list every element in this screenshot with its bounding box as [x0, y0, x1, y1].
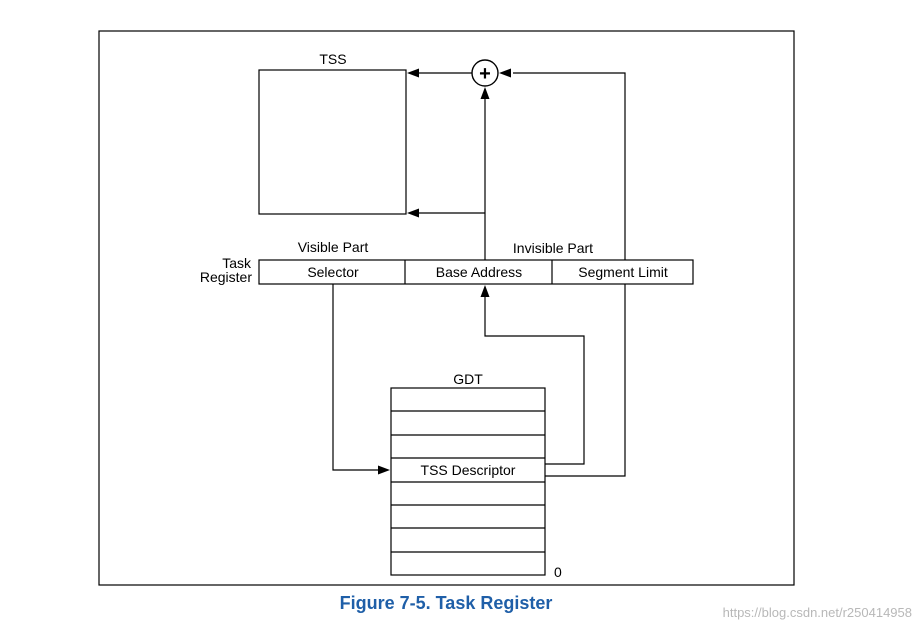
arrowhead-descriptor — [378, 465, 390, 475]
arrow-descriptor-to-base — [484, 297, 585, 465]
selector-field: Selector — [307, 264, 359, 280]
gdt-label: GDT — [453, 371, 483, 387]
adder-plus-icon: + — [479, 63, 491, 85]
tss-segment-box — [258, 69, 407, 215]
arrow-limit-to-adder — [513, 72, 626, 260]
arrowhead-adder-right — [499, 68, 511, 78]
line-descriptor-to-limit — [545, 284, 626, 477]
arrowhead-base-address — [480, 285, 490, 297]
arrow-selector-to-descriptor — [332, 284, 378, 471]
tss-descriptor-entry: TSS Descriptor — [421, 462, 516, 478]
invisible-part-label: Invisible Part — [513, 240, 593, 256]
task-register-label-line1: Task — [222, 255, 252, 271]
visible-part-label: Visible Part — [298, 239, 369, 255]
base-address-field: Base Address — [436, 264, 522, 280]
task-register-label-line2: Register — [200, 269, 252, 285]
arrowhead-tss-bottom — [407, 208, 419, 218]
task-register-box — [258, 259, 694, 285]
gdt-zero-label: 0 — [554, 564, 562, 580]
watermark: https://blog.csdn.net/r250414958 — [723, 605, 912, 620]
tss-label: TSS — [319, 51, 346, 67]
arrowhead-tss-top — [407, 68, 419, 78]
segment-limit-field: Segment Limit — [578, 264, 668, 280]
arrowhead-adder-bottom — [480, 87, 490, 99]
figure-caption: Figure 7-5. Task Register — [340, 593, 553, 613]
